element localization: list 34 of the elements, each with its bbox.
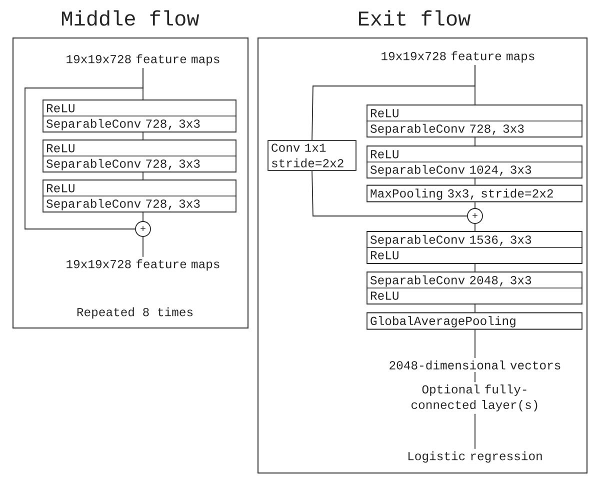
connector-line <box>474 413 476 450</box>
layer-box: MaxPooling 3x3, stride=2x2 <box>366 184 582 202</box>
layer-box: ReLU SeparableConv 1024, 3x3 <box>366 146 583 178</box>
connector-line <box>24 68 144 230</box>
connector-line <box>474 224 476 232</box>
connector-line <box>474 304 476 313</box>
connector-line <box>312 64 476 141</box>
connector-line <box>474 202 476 208</box>
feature-label: Optional fully-connected layer(s) <box>412 384 538 412</box>
node-label: Exit flow <box>358 10 470 26</box>
feature-label: 2048-dimensional vectors <box>390 360 560 370</box>
connector-line <box>142 172 144 180</box>
feature-label: 19x19x728 feature maps <box>66 54 220 66</box>
connector-line <box>142 132 144 140</box>
feature-label: 19x19x728 feature maps <box>382 51 534 63</box>
connector-line <box>474 372 476 383</box>
connector-line <box>474 137 476 146</box>
connector-line <box>474 329 476 358</box>
layer-box: ReLU SeparableConv 728, 3x3 <box>42 180 237 212</box>
connector-line <box>142 212 144 222</box>
layer-box: SeparableConv 1536, 3x3 ReLU <box>366 231 583 264</box>
layer-box: Conv 1x1 stride=2x2 <box>268 140 356 171</box>
layer-box: GlobalAveragePooling <box>366 312 582 330</box>
connector-line <box>474 264 476 272</box>
connector-line <box>312 170 468 216</box>
feature-label: 19x19x728 feature maps <box>66 259 220 271</box>
layer-box: ReLU SeparableConv 728, 3x3 <box>366 104 583 138</box>
connector-line <box>142 236 144 258</box>
connector-line <box>474 178 476 186</box>
layer-box: ReLU SeparableConv 728, 3x3 <box>42 100 237 132</box>
feature-label: Logistic regression <box>408 451 542 463</box>
layer-box: SeparableConv 2048, 3x3 ReLU <box>366 272 583 304</box>
layer-box: ReLU SeparableConv 728, 3x3 <box>42 140 237 172</box>
node-label: Middle flow <box>62 10 200 26</box>
